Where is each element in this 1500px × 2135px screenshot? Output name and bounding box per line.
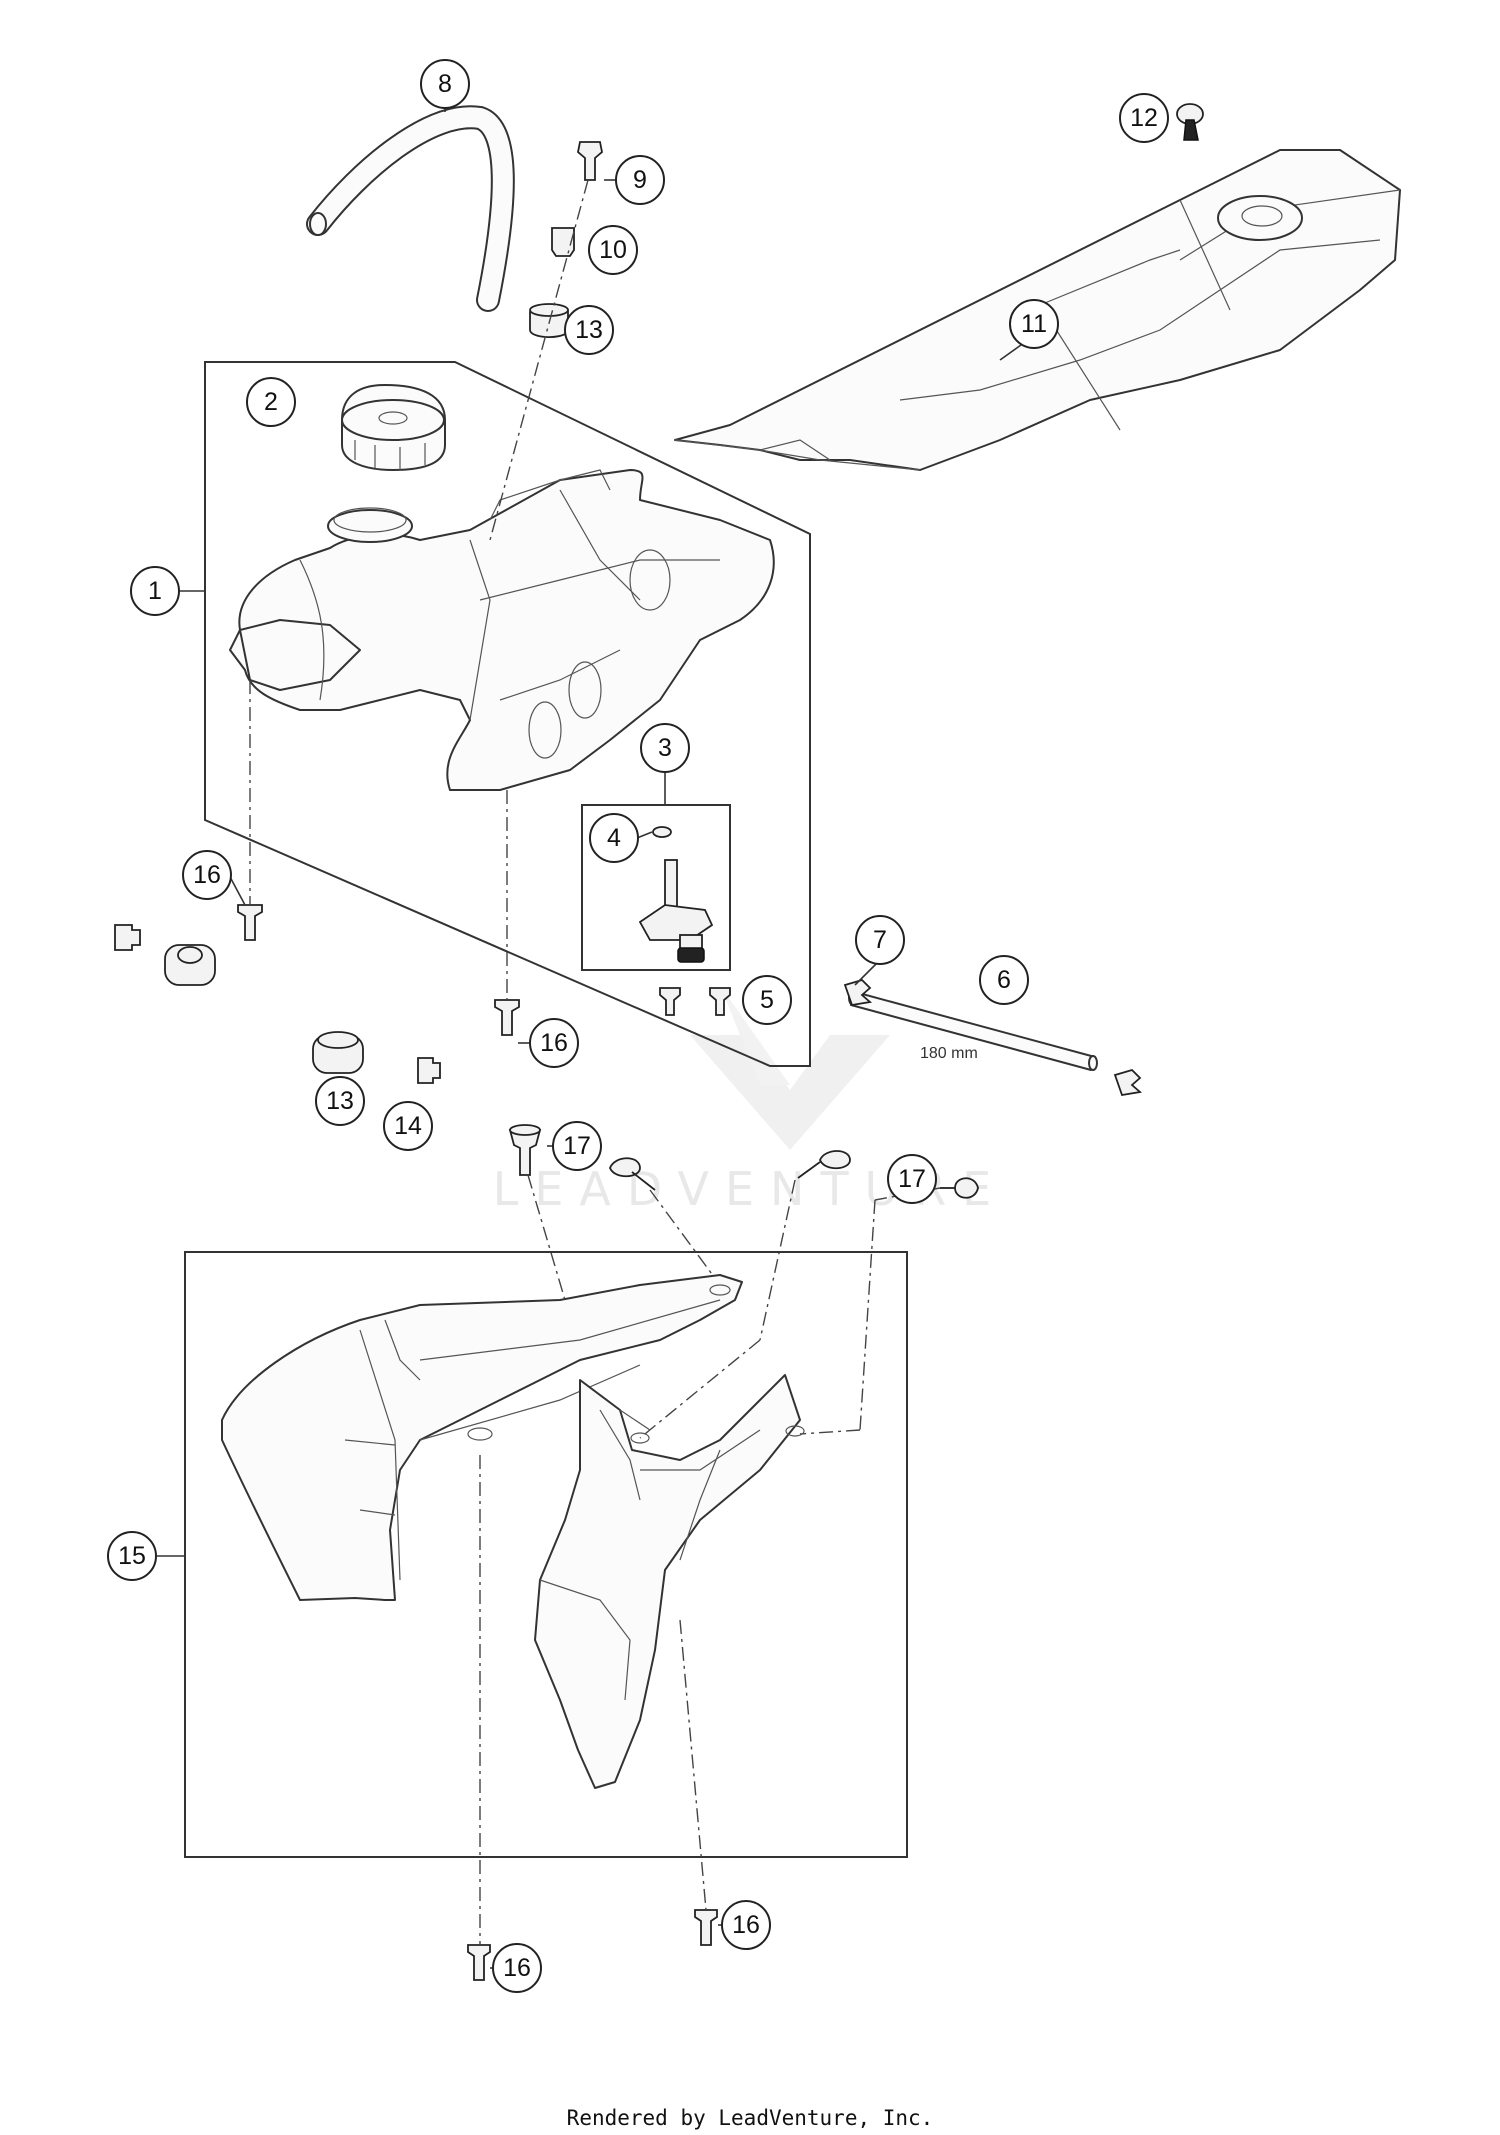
side-panel-right [534, 1374, 805, 1789]
callout-11: 11 [1009, 299, 1059, 349]
svg-text:17: 17 [898, 1165, 926, 1193]
svg-text:16: 16 [732, 1911, 760, 1939]
callout-17-right: 17 [887, 1154, 937, 1204]
svg-text:17: 17 [563, 1132, 591, 1160]
svg-text:12: 12 [1130, 104, 1158, 132]
svg-text:10: 10 [599, 236, 627, 264]
callout-9: 9 [615, 155, 665, 205]
svg-text:13: 13 [326, 1087, 354, 1115]
callout-17-left: 17 [552, 1121, 602, 1171]
callout-16-tank-right: 16 [529, 1018, 579, 1068]
svg-text:16: 16 [540, 1029, 568, 1057]
callout-16-panel-right: 16 [721, 1900, 771, 1950]
callout-14: 14 [383, 1101, 433, 1151]
callout-12: 12 [1119, 93, 1169, 143]
pin-length-label: 180 mm [920, 1045, 978, 1062]
svg-text:14: 14 [394, 1112, 422, 1140]
pin-and-clips: 180 mm [843, 978, 1143, 1097]
callout-4: 4 [589, 813, 639, 863]
fuel-cap [341, 384, 446, 471]
panel-screws [508, 1124, 979, 1199]
svg-text:11: 11 [1021, 310, 1047, 338]
svg-text:16: 16 [193, 861, 221, 889]
svg-text:5: 5 [760, 986, 774, 1014]
svg-text:9: 9 [633, 166, 647, 194]
callout-16-tank-left: 16 [182, 850, 232, 900]
rubber-mount-middle [312, 1031, 441, 1084]
callout-2: 2 [246, 377, 296, 427]
svg-text:13: 13 [575, 316, 603, 344]
svg-text:8: 8 [438, 70, 452, 98]
tap-screws [659, 987, 731, 1016]
callout-13-top: 13 [564, 305, 614, 355]
side-panel-left [221, 1274, 743, 1601]
svg-text:2: 2 [264, 388, 278, 416]
callout-6: 6 [979, 955, 1029, 1005]
callout-5: 5 [742, 975, 792, 1025]
svg-text:16: 16 [503, 1954, 531, 1982]
callout-15: 15 [107, 1531, 157, 1581]
callout-10: 10 [588, 225, 638, 275]
rubber-mount-left [114, 924, 216, 986]
callout-7: 7 [855, 915, 905, 965]
svg-text:15: 15 [118, 1542, 146, 1570]
callout-3: 3 [640, 723, 690, 773]
callout-8: 8 [420, 59, 470, 109]
svg-text:3: 3 [658, 734, 672, 762]
tank-group-frame [204, 361, 811, 1067]
footer-credit: Rendered by LeadVenture, Inc. [566, 2106, 934, 2130]
side-panel-frame [184, 1251, 908, 1858]
svg-text:6: 6 [997, 966, 1011, 994]
fuel-hose [306, 105, 515, 312]
callout-16-panel-left: 16 [492, 1943, 542, 1993]
svg-text:7: 7 [873, 926, 887, 954]
callout-13-middle: 13 [315, 1076, 365, 1126]
callout-1: 1 [130, 566, 180, 616]
panel-bolts [467, 1909, 718, 1981]
fuel-tap [638, 826, 714, 963]
tank-bolts [237, 904, 520, 1036]
seat-fastener [1176, 103, 1204, 141]
svg-text:4: 4 [607, 824, 621, 852]
fuel-tap-frame [581, 804, 731, 971]
svg-text:1: 1 [148, 577, 162, 605]
fuel-tank [229, 469, 775, 791]
